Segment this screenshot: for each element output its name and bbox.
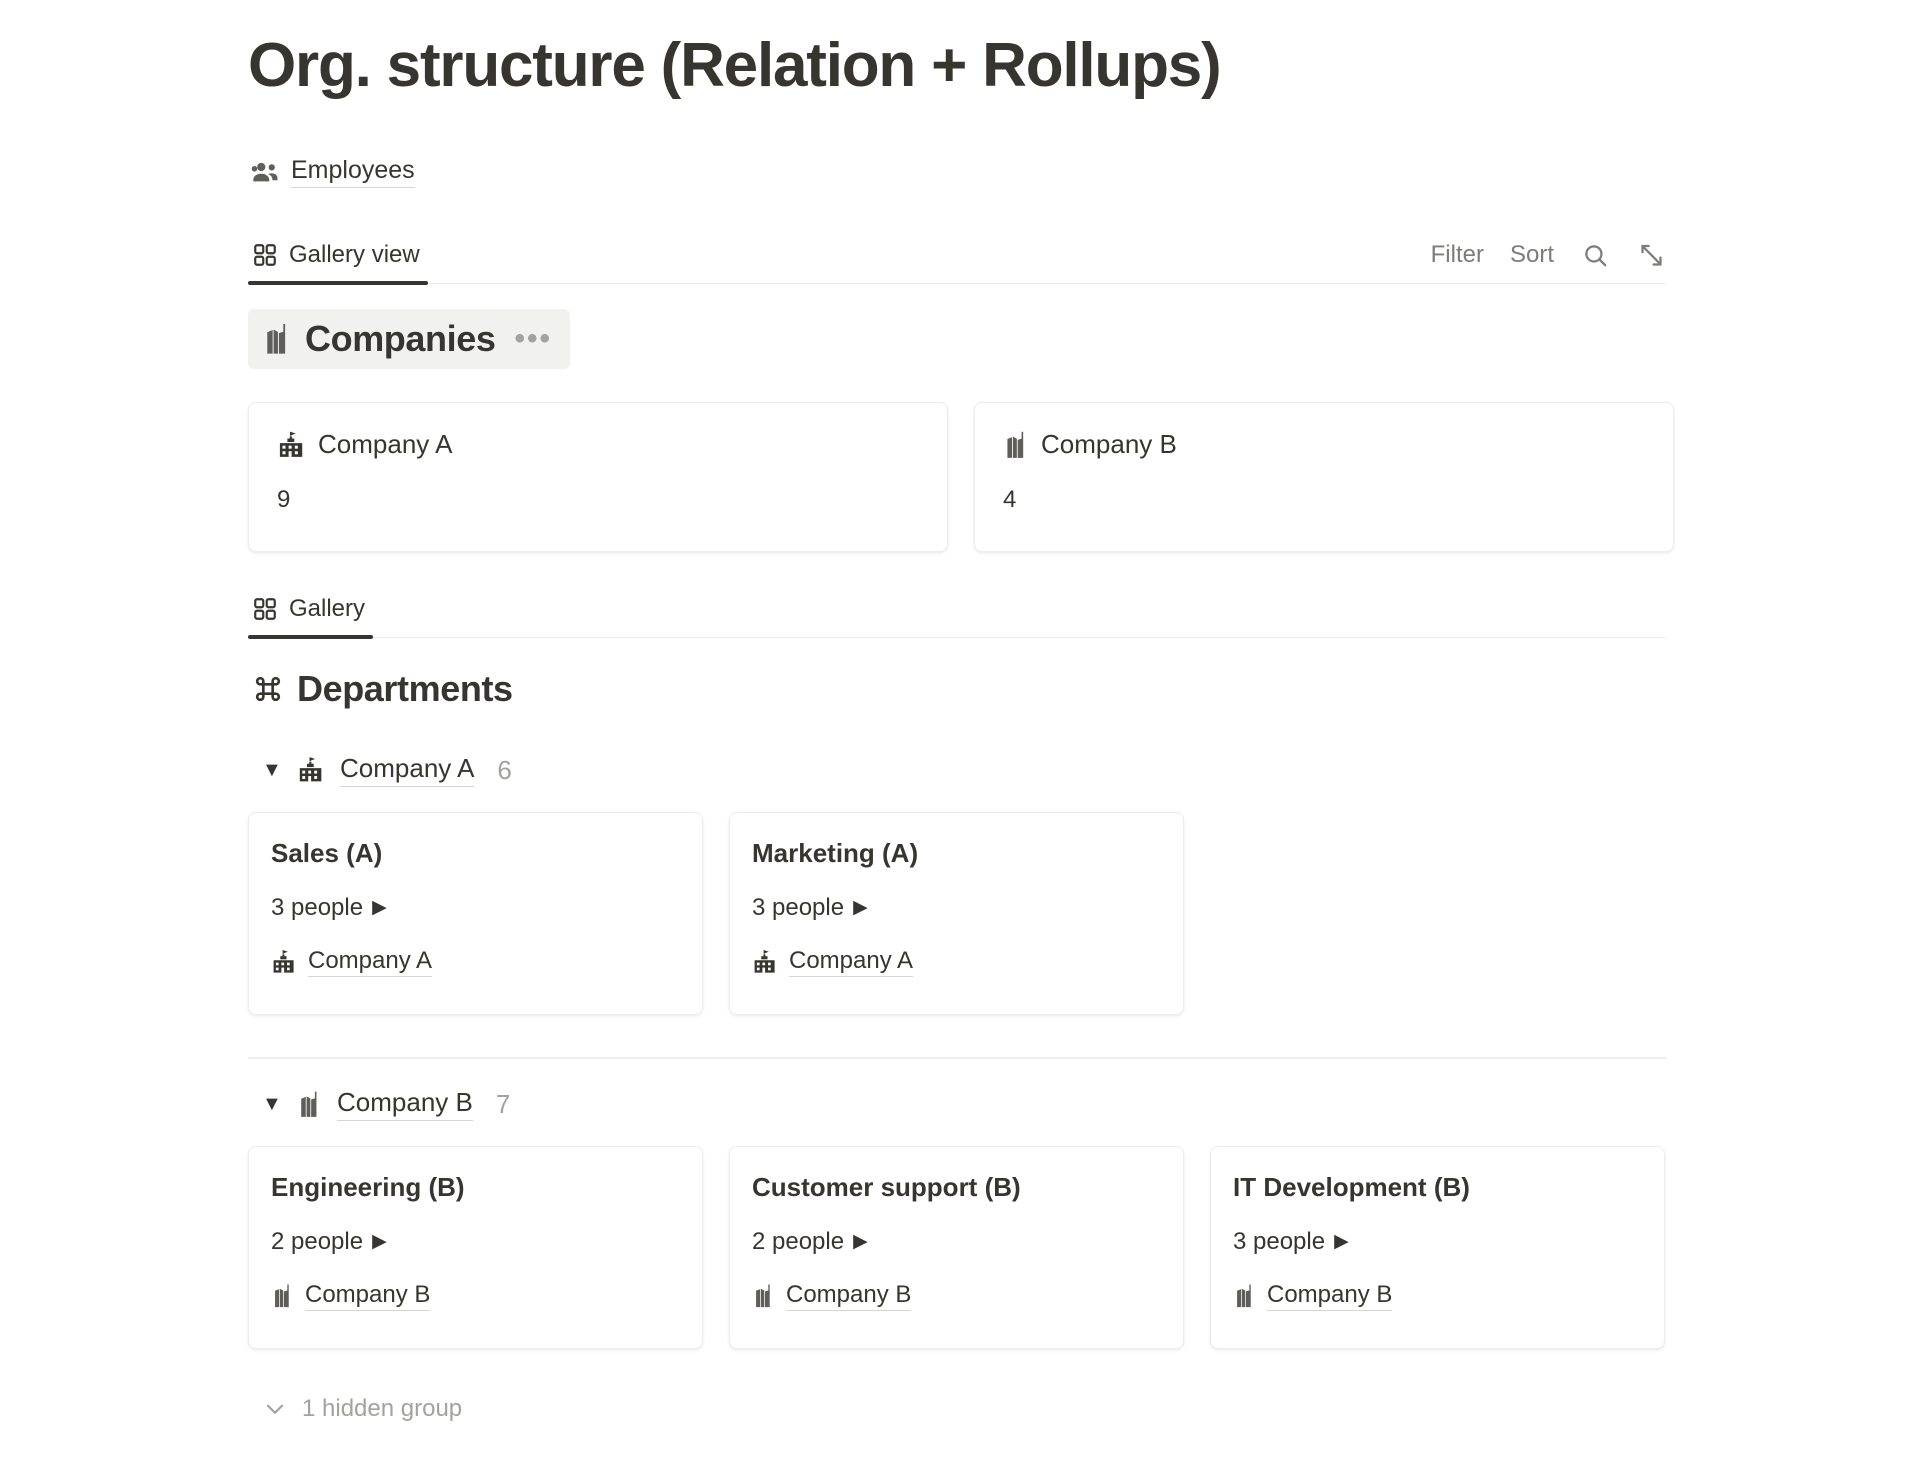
school-building-icon <box>271 949 297 975</box>
factory-building-icon <box>752 1283 775 1309</box>
department-card-people[interactable]: 3 people ▶ <box>1233 1228 1642 1256</box>
filter-button[interactable]: Filter <box>1430 241 1484 268</box>
department-card-row-company-a: Sales (A) 3 people ▶ <box>248 812 1184 1015</box>
company-card-title: Company A <box>318 429 453 459</box>
department-card-relation-label: Company B <box>305 1281 431 1311</box>
department-card-title: IT Development (B) <box>1233 1172 1470 1202</box>
group-header-count: 6 <box>497 754 512 785</box>
factory-building-icon <box>262 322 292 356</box>
company-card-title: Company B <box>1041 429 1177 459</box>
company-card[interactable]: Company A 9 <box>248 402 948 552</box>
company-card-title-row: Company B <box>1003 429 1645 460</box>
group-header-label[interactable]: Company B <box>337 1087 473 1121</box>
department-card-relation-label: Company B <box>1267 1281 1393 1311</box>
play-triangle-icon[interactable]: ▶ <box>853 1231 868 1253</box>
view-toolbar: Gallery view Filter Sort <box>248 226 1666 285</box>
page-title: Org. structure (Relation + Rollups) <box>248 31 1222 100</box>
department-card-relation[interactable]: Company A <box>271 947 680 977</box>
sort-button[interactable]: Sort <box>1509 241 1554 268</box>
play-triangle-icon[interactable]: ▶ <box>372 1231 387 1253</box>
department-card-relation[interactable]: Company A <box>752 947 1161 977</box>
department-card-people-count: 3 people <box>271 893 364 921</box>
department-card[interactable]: IT Development (B) 3 people ▶ Company B <box>1210 1146 1665 1349</box>
play-triangle-icon[interactable]: ▶ <box>372 897 387 919</box>
search-icon[interactable] <box>1580 240 1610 270</box>
section-heading-companies-label: Companies <box>305 318 496 359</box>
department-card-relation[interactable]: Company B <box>752 1281 1161 1311</box>
company-card-metric: 4 <box>1003 486 1017 514</box>
caret-down-icon[interactable]: ▼ <box>262 759 282 782</box>
department-card-relation[interactable]: Company B <box>271 1281 680 1311</box>
factory-building-icon <box>271 1283 294 1309</box>
tab-gallery[interactable]: Gallery <box>248 595 374 639</box>
database-link-label: Employees <box>291 156 415 188</box>
tab-gallery-label: Gallery <box>289 595 366 622</box>
department-card-title: Customer support (B) <box>752 1172 1021 1202</box>
department-card-people-count: 2 people <box>752 1227 845 1255</box>
factory-building-icon <box>297 1090 322 1119</box>
department-card-title: Sales (A) <box>271 838 383 868</box>
school-building-icon <box>297 756 325 784</box>
section-heading-companies[interactable]: Companies ••• <box>248 309 570 369</box>
ellipsis-icon[interactable]: ••• <box>514 322 552 355</box>
group-header-company-a[interactable]: ▼ Company A 6 <box>262 753 512 787</box>
department-card-people[interactable]: 3 people ▶ <box>271 894 680 922</box>
school-building-icon <box>752 949 778 975</box>
factory-building-icon <box>1233 1283 1256 1309</box>
command-clover-icon <box>252 673 284 705</box>
companies-card-row: Company A 9 Company B 4 <box>248 402 1674 552</box>
company-card-metric: 9 <box>277 486 291 514</box>
play-triangle-icon[interactable]: ▶ <box>1334 1231 1349 1253</box>
factory-building-icon <box>1003 430 1029 460</box>
group-header-count: 7 <box>495 1088 511 1119</box>
school-building-icon <box>277 430 306 460</box>
hidden-group-label: 1 hidden group <box>302 1395 463 1422</box>
section-heading-departments[interactable]: Departments <box>252 668 513 710</box>
department-card-relation-label: Company B <box>786 1281 912 1311</box>
chevron-down-icon <box>262 1396 288 1422</box>
gallery-grid-icon <box>252 596 278 622</box>
department-card-title: Marketing (A) <box>752 838 919 868</box>
department-card[interactable]: Customer support (B) 2 people ▶ Company … <box>729 1146 1184 1349</box>
department-card-people[interactable]: 3 people ▶ <box>752 894 1161 922</box>
department-card-relation-label: Company A <box>789 947 914 977</box>
expand-diagonal-icon[interactable] <box>1636 240 1666 270</box>
view-actions: Filter Sort <box>1431 240 1666 283</box>
company-card[interactable]: Company B 4 <box>974 402 1674 552</box>
department-card-title: Engineering (B) <box>271 1172 465 1202</box>
tab-gallery-view-label: Gallery view <box>289 241 420 268</box>
caret-down-icon[interactable]: ▼ <box>262 1093 282 1116</box>
people-group-icon <box>250 157 280 187</box>
department-card-people[interactable]: 2 people ▶ <box>752 1228 1161 1256</box>
department-card-people-count: 3 people <box>1233 1227 1326 1255</box>
gallery-grid-icon <box>252 242 278 268</box>
department-card-people-count: 2 people <box>271 1227 364 1255</box>
gallery-view-toolbar: Gallery <box>248 580 1666 639</box>
play-triangle-icon[interactable]: ▶ <box>853 897 868 919</box>
hidden-group-toggle[interactable]: 1 hidden group <box>262 1395 462 1423</box>
department-card[interactable]: Engineering (B) 2 people ▶ Company B <box>248 1146 703 1349</box>
group-divider <box>248 1057 1666 1059</box>
group-header-label[interactable]: Company A <box>340 753 475 787</box>
view-tabs: Gallery view <box>248 226 428 285</box>
company-card-title-row: Company A <box>277 429 919 460</box>
group-header-company-b[interactable]: ▼ Company B 7 <box>262 1087 511 1121</box>
department-card-row-company-b: Engineering (B) 2 people ▶ Company B Cus… <box>248 1146 1665 1349</box>
department-card-people-count: 3 people <box>752 893 845 921</box>
department-card-people[interactable]: 2 people ▶ <box>271 1228 680 1256</box>
database-link-employees[interactable]: Employees <box>250 156 415 188</box>
department-card[interactable]: Marketing (A) 3 people ▶ <box>729 812 1184 1015</box>
tab-gallery-view[interactable]: Gallery view <box>248 241 428 285</box>
section-heading-departments-label: Departments <box>297 668 513 709</box>
department-card-relation[interactable]: Company B <box>1233 1281 1642 1311</box>
department-card[interactable]: Sales (A) 3 people ▶ <box>248 812 703 1015</box>
gallery-view-tabs: Gallery <box>248 580 374 639</box>
department-card-relation-label: Company A <box>308 947 433 977</box>
